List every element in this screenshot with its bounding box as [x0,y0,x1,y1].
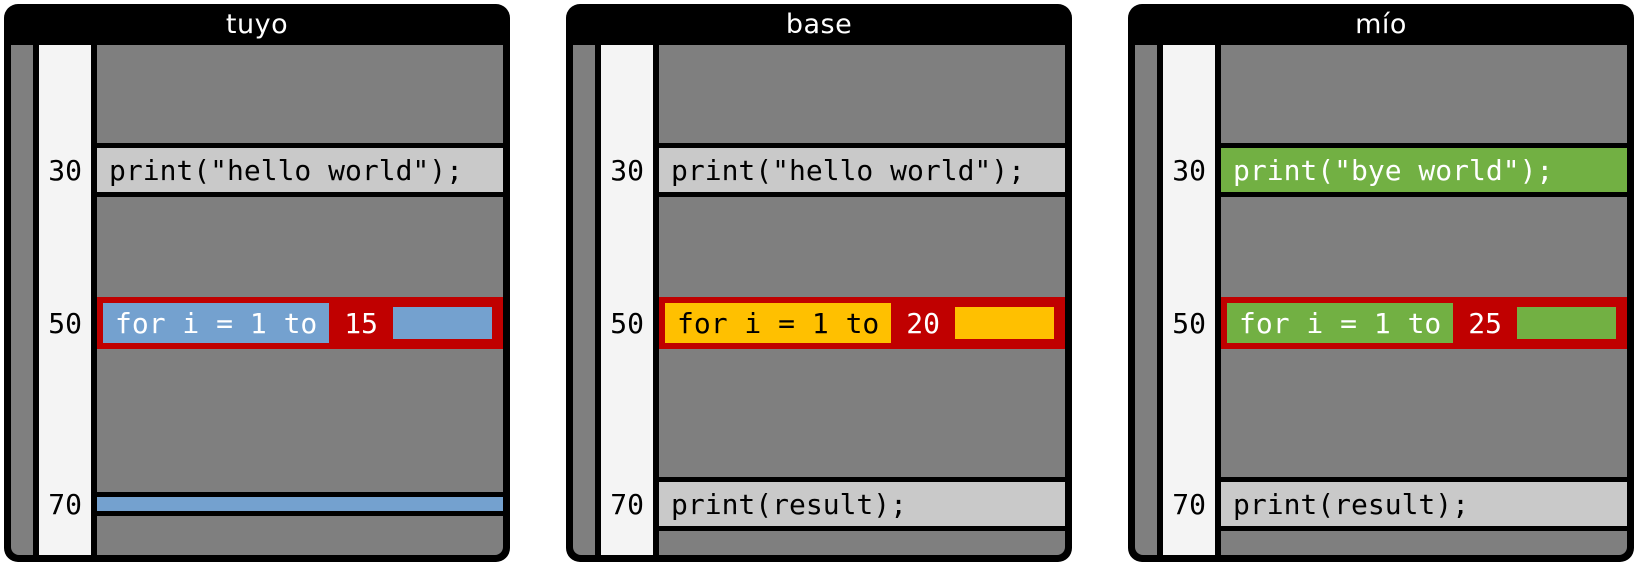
panel-body-base: 30 50 70 print("hello world"); for i = 1 to 2… [573,45,1065,555]
content-spacer [97,349,503,477]
overview-strip [573,45,601,555]
conflict-value-segment: 15 [344,306,379,340]
deleted-line-70 [97,477,503,531]
gutter-cell-line-50: 50 [1163,297,1215,349]
conflict-line-50: for i = 1 to 15 [97,297,503,349]
gutter-cell-line-70: 70 [39,477,91,531]
gutter-cell-line-70: 70 [601,477,653,531]
gutter-cell-spacer [1163,197,1215,297]
conflict-code-segment: for i = 1 to [103,303,330,343]
conflict-line-50: for i = 1 to 25 [1221,297,1627,349]
line-number: 50 [48,306,82,340]
three-way-merge-view: tuyo 30 50 70 print("hello world"); for i = 1… [4,4,1634,562]
content-spacer [1221,349,1627,477]
line-number: 30 [48,153,82,187]
content-spacer [659,531,1065,555]
conflict-value-segment: 20 [906,306,941,340]
gutter-cell-spacer [39,45,91,143]
line-number: 50 [610,306,644,340]
content-spacer [97,531,503,555]
gutter-cell-spacer [601,531,653,555]
conflict-line-50: for i = 1 to 20 [659,297,1065,349]
code-text: print("hello world"); [109,153,464,187]
panel-title-tuyo: tuyo [225,9,289,40]
panel-title-base: base [785,9,853,40]
code-text: print("hello world"); [671,153,1026,187]
content-spacer [97,197,503,297]
gutter-cell-line-50: 50 [39,297,91,349]
gutter-cell-line-30: 30 [39,143,91,197]
line-number-gutter: 30 50 70 [601,45,659,555]
code-line-30: print("bye world"); [1221,143,1627,197]
gutter-cell-spacer [601,45,653,143]
deleted-line-marker [97,492,503,516]
line-number-gutter: 30 50 70 [39,45,97,555]
gutter-cell-line-50: 50 [601,297,653,349]
content-spacer [1221,531,1627,555]
content-spacer [1221,197,1627,297]
content-spacer [659,349,1065,477]
line-number: 50 [1172,306,1206,340]
gutter-cell-spacer [39,531,91,555]
code-text: print(result); [671,487,908,521]
panel-title-mio: mío [1355,9,1407,40]
content-spacer [1221,45,1627,143]
line-number: 30 [1172,153,1206,187]
code-line-30: print("hello world"); [97,143,503,197]
conflict-trailing-segment [1517,307,1616,339]
conflict-trailing-segment [955,307,1054,339]
panel-tuyo: tuyo 30 50 70 print("hello world"); for i = 1… [4,4,510,562]
conflict-code-segment: for i = 1 to [665,303,892,343]
line-number: 70 [610,487,644,521]
gutter-cell-spacer [1163,349,1215,477]
line-number: 70 [1172,487,1206,521]
gutter-cell-spacer [1163,45,1215,143]
panel-base: base 30 50 70 print("hello world"); for i = 1… [566,4,1072,562]
code-content: print("hello world"); for i = 1 to 15 [97,45,503,555]
code-text: print("bye world"); [1233,153,1554,187]
overview-strip [11,45,39,555]
line-number-gutter: 30 50 70 [1163,45,1221,555]
conflict-value-segment: 25 [1468,306,1503,340]
gutter-cell-line-70: 70 [1163,477,1215,531]
gutter-cell-spacer [39,349,91,477]
panel-body-tuyo: 30 50 70 print("hello world"); for i = 1 to 1… [11,45,503,555]
code-line-30: print("hello world"); [659,143,1065,197]
line-number: 70 [48,487,82,521]
code-line-70: print(result); [659,477,1065,531]
gutter-cell-line-30: 30 [601,143,653,197]
gutter-cell-spacer [39,197,91,297]
content-spacer [97,45,503,143]
gutter-cell-line-30: 30 [1163,143,1215,197]
gutter-cell-spacer [601,197,653,297]
gutter-cell-spacer [601,349,653,477]
line-number: 30 [610,153,644,187]
content-spacer [659,197,1065,297]
conflict-code-segment: for i = 1 to [1227,303,1454,343]
conflict-trailing-segment [393,307,492,339]
panel-mio: mío 30 50 70 print("bye world"); for i = 1 to… [1128,4,1634,562]
code-content: print("bye world"); for i = 1 to 25 print(r… [1221,45,1627,555]
code-line-70: print(result); [1221,477,1627,531]
overview-strip [1135,45,1163,555]
code-content: print("hello world"); for i = 1 to 20 print… [659,45,1065,555]
content-spacer [659,45,1065,143]
gutter-cell-spacer [1163,531,1215,555]
code-text: print(result); [1233,487,1470,521]
